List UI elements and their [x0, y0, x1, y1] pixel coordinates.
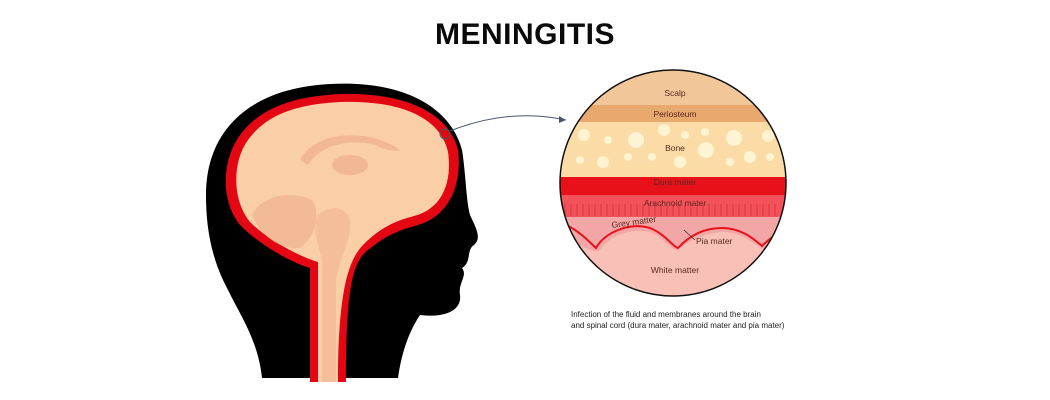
zoom-marker [439, 128, 451, 140]
thalamus [332, 155, 368, 175]
corpus-callosum [300, 135, 400, 165]
cross-section-border [559, 69, 787, 297]
pia-mater-leader [683, 229, 696, 241]
brainstem [315, 208, 351, 382]
caption-line-2: and spinal cord (dura mater, arachnoid m… [571, 321, 785, 330]
caption-line-1: Infection of the fluid and membranes aro… [571, 310, 761, 319]
label-white-matter: White matter [651, 265, 699, 275]
label-dura-mater: Dura mater [654, 177, 697, 187]
label-periosteum: Periosteum [654, 109, 697, 119]
cerebellum [252, 195, 317, 249]
pointer-arrow [449, 115, 567, 132]
diagram-title: MENINGITIS [434, 18, 615, 51]
label-arachnoid-mater: Arachnoid mater [644, 198, 707, 208]
label-pia-mater: Pia mater [696, 236, 733, 246]
arrow-head [559, 116, 566, 123]
diagram-caption: Infection of the fluid and membranes aro… [571, 309, 831, 331]
label-bone: Bone [665, 143, 685, 153]
label-scalp: Scalp [664, 88, 686, 98]
